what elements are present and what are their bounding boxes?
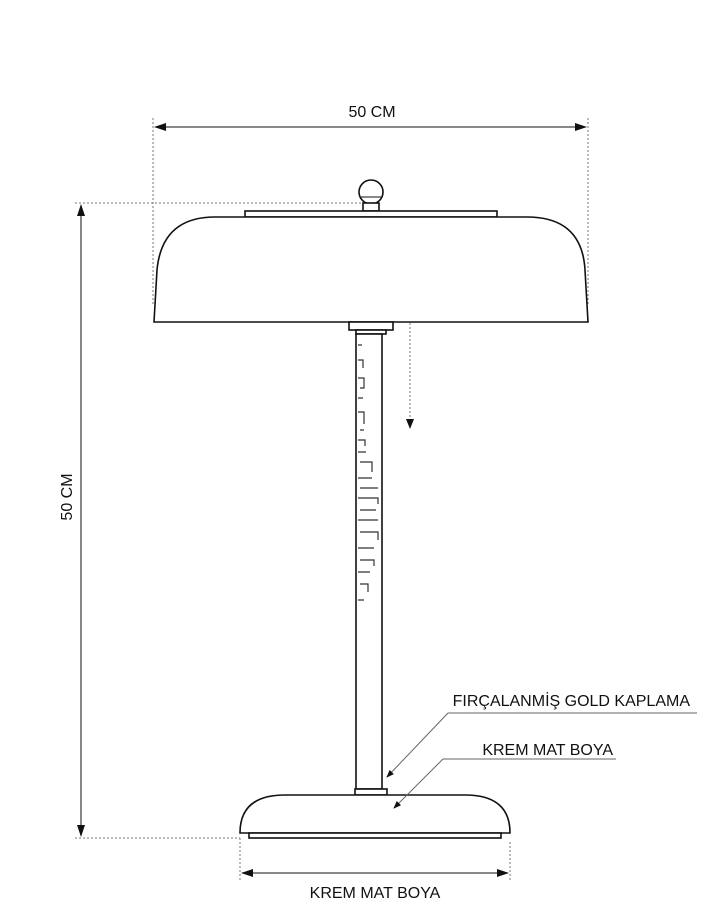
lamp-base: [239, 788, 511, 839]
height-dimension: 50 CM: [59, 202, 362, 839]
lamp-pole: [355, 333, 383, 790]
base-dimension-label: KREM MAT BOYA: [310, 885, 441, 902]
callout-base-label: KREM MAT BOYA: [482, 742, 613, 759]
width-dimension: 50 CM: [152, 104, 589, 305]
callout-pole-label: FIRÇALANMİŞ GOLD KAPLAMA: [453, 691, 691, 710]
width-label: 50 CM: [348, 104, 395, 121]
base-dimension: KREM MAT BOYA: [239, 838, 511, 902]
height-label: 50 CM: [59, 473, 76, 520]
callout-base-finish: KREM MAT BOYA: [393, 742, 616, 809]
callout-pole-finish: FIRÇALANMİŞ GOLD KAPLAMA: [386, 691, 697, 778]
pull-cord: [406, 323, 414, 429]
lamp-shade: [153, 179, 589, 335]
